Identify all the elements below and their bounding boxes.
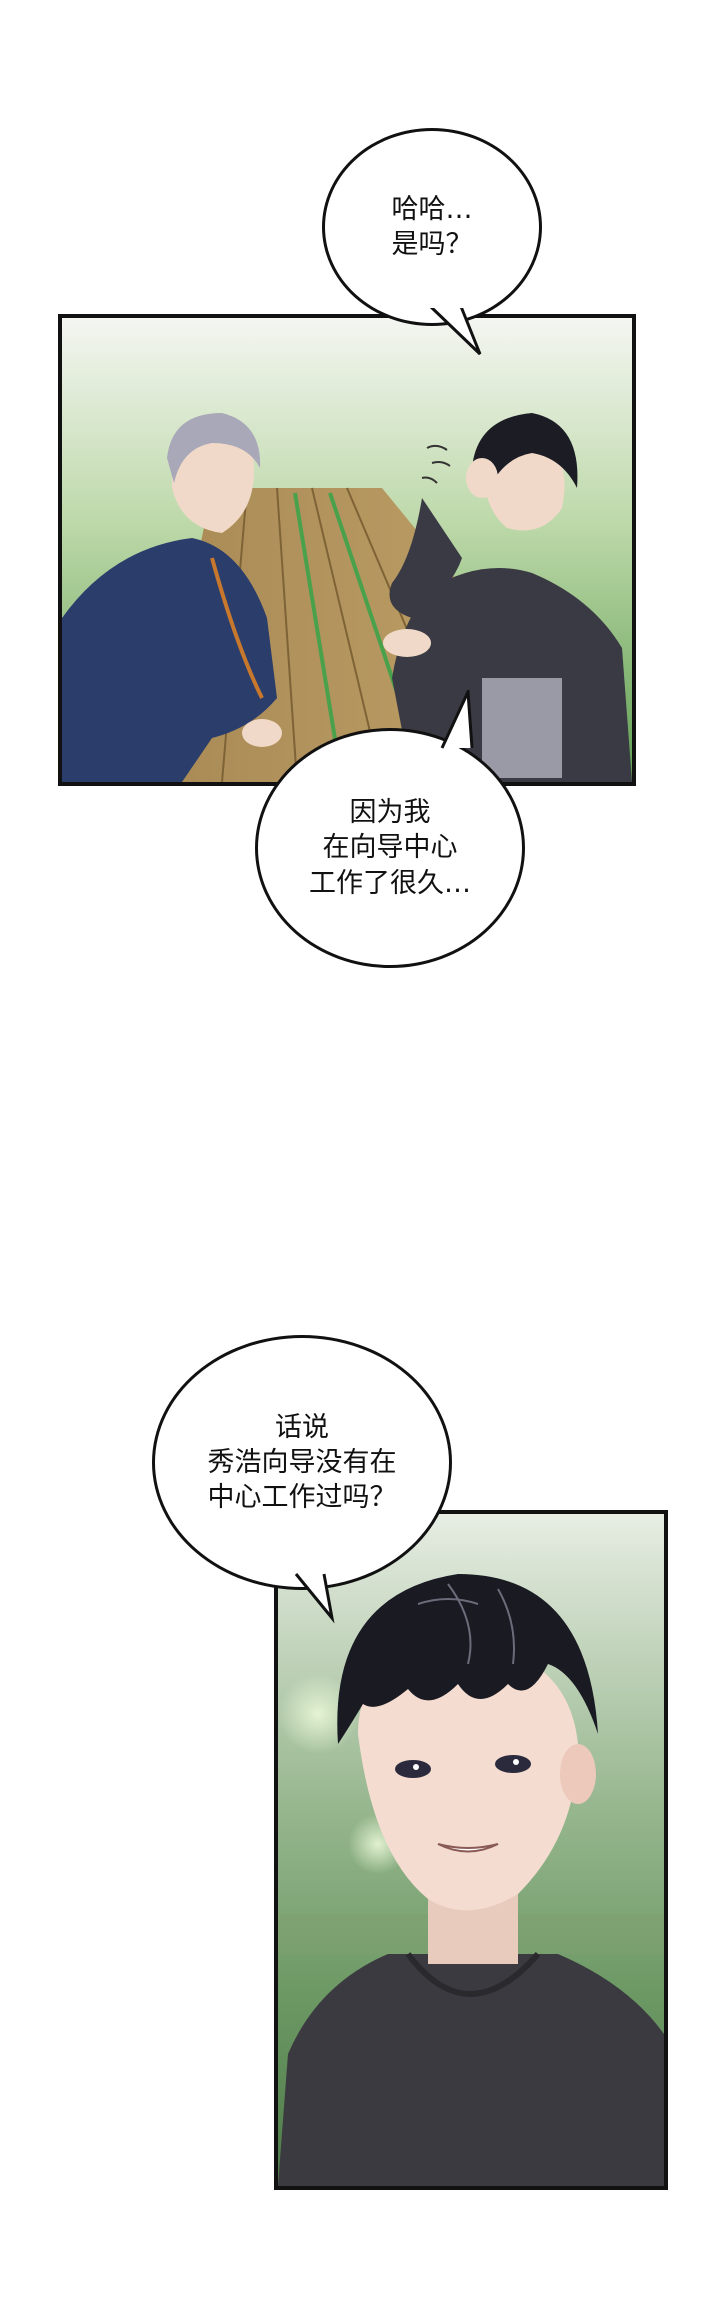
speech-tail-2 bbox=[440, 690, 474, 749]
speech-bubble-3: 话说 秀浩向导没有在 中心工作过吗？ bbox=[152, 1335, 452, 1590]
speech-tail-3 bbox=[294, 1573, 335, 1624]
speech-text-2: 因为我 在向导中心 工作了很久… bbox=[309, 797, 471, 899]
speech-bubble-2: 因为我 在向导中心 工作了很久… bbox=[255, 728, 525, 968]
picnic-scene-illustration bbox=[62, 318, 632, 782]
panel-man-closeup bbox=[274, 1510, 668, 2190]
man-closeup-illustration bbox=[278, 1514, 664, 2186]
speech-text-1: 哈哈… 是吗？ bbox=[391, 193, 473, 260]
panel-picnic-table bbox=[58, 314, 636, 786]
speech-text-3: 话说 秀浩向导没有在 中心工作过吗？ bbox=[207, 1411, 397, 1514]
speech-bubble-1: 哈哈… 是吗？ bbox=[322, 128, 542, 326]
speech-tail-1 bbox=[428, 300, 482, 356]
